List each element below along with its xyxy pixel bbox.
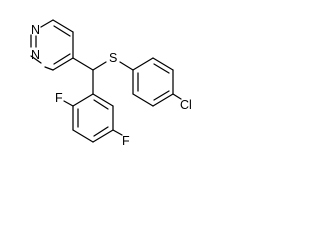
bond-c-f-meta bbox=[112, 129, 123, 136]
atom-label-n-top: N bbox=[31, 23, 40, 37]
atom-label-chlorine: Cl bbox=[180, 98, 192, 112]
bond-cp1 bbox=[132, 57, 154, 71]
structure-canvas: N N S Cl F F bbox=[0, 0, 227, 160]
bond-df4 bbox=[92, 129, 114, 143]
bond-ch-s bbox=[92, 61, 107, 71]
bond-df-inner-c bbox=[93, 99, 109, 110]
bond-pyrimidine-ch bbox=[72, 57, 94, 71]
bond-df1 bbox=[72, 93, 94, 107]
bond-c6-c5 bbox=[52, 57, 74, 71]
bond-s-chlorophenyl bbox=[119, 61, 134, 71]
bond-df6 bbox=[92, 93, 114, 107]
bond-cp5 bbox=[132, 93, 154, 107]
bond-cp-inner-b bbox=[153, 90, 170, 101]
bond-df-inner-b bbox=[93, 126, 109, 137]
bond-c-f-ortho bbox=[63, 100, 74, 107]
atom-label-n-left: N bbox=[31, 48, 40, 62]
bond-cp-inner-a bbox=[153, 63, 170, 74]
molecule-drawing: N N S Cl F F bbox=[30, 19, 192, 148]
bond-cp4 bbox=[152, 93, 174, 107]
atom-label-sulfur: S bbox=[109, 51, 117, 65]
bond-c5-c4 bbox=[52, 19, 74, 33]
bond-n1-c6 bbox=[44, 66, 54, 71]
atom-label-fluorine-meta: F bbox=[122, 134, 130, 148]
bond-c5-c4-inner bbox=[53, 25, 71, 37]
difluorophenyl-ring bbox=[63, 93, 123, 143]
atom-label-fluorine-ortho: F bbox=[55, 91, 63, 105]
bond-c4-n3 bbox=[40, 19, 54, 28]
bond-c6-c5-inner bbox=[53, 53, 71, 65]
bond-df3 bbox=[72, 129, 94, 143]
bond-c-cl bbox=[172, 93, 182, 100]
pyrimidine-ring bbox=[30, 19, 74, 71]
central-carbon-bonds bbox=[72, 57, 107, 95]
chlorophenyl-ring bbox=[132, 57, 182, 107]
bond-c2-n1 bbox=[30, 55, 42, 64]
bond-cp2 bbox=[152, 57, 174, 71]
